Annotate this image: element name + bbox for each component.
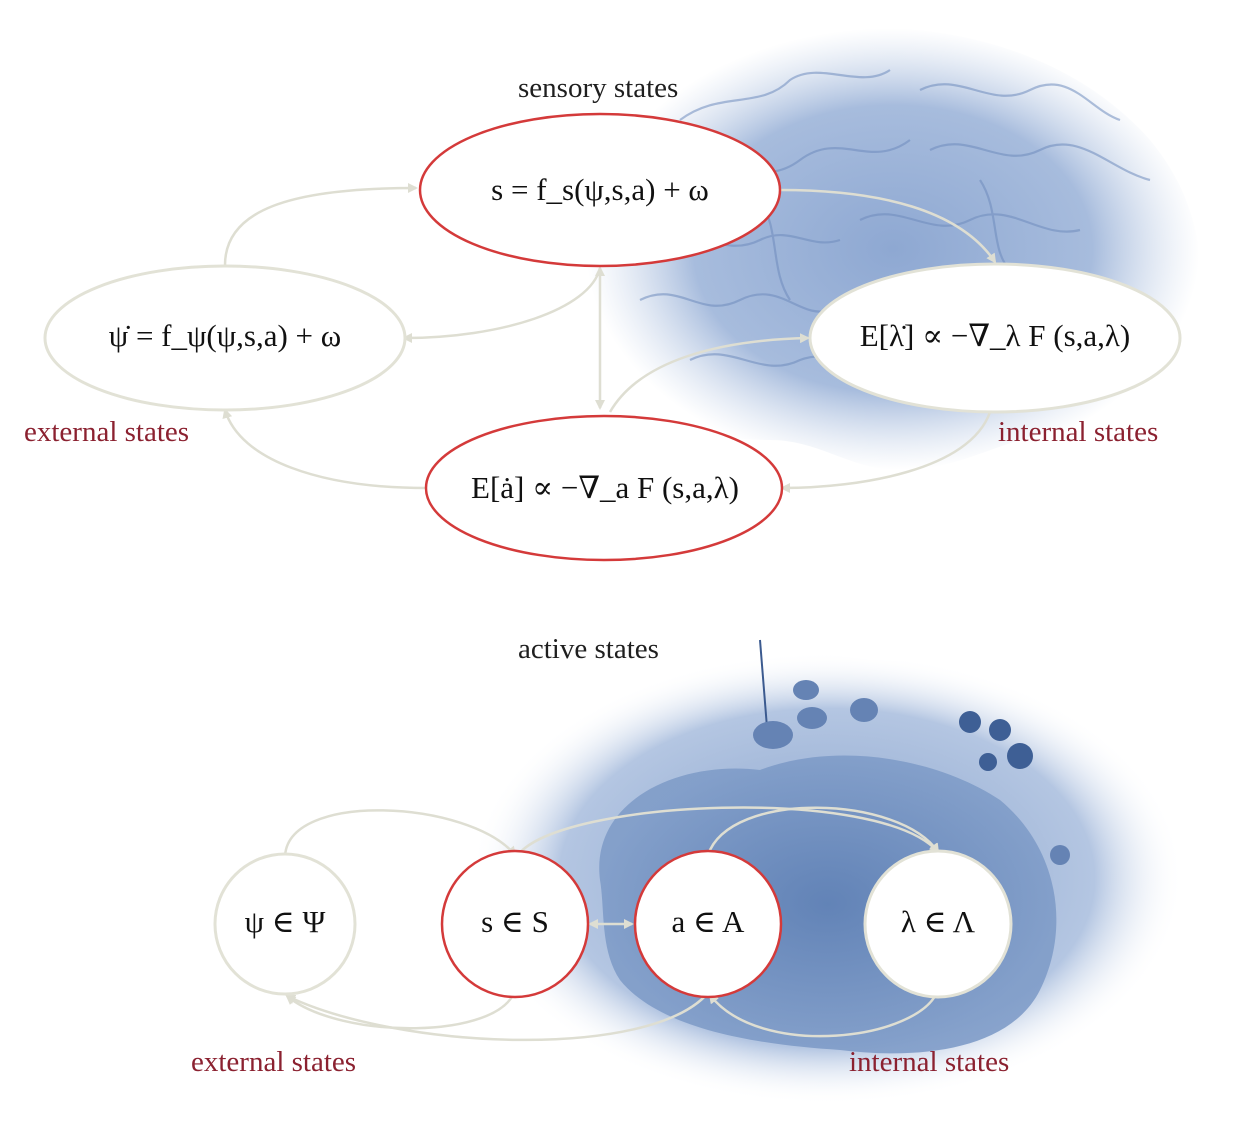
active-state-circle bbox=[633, 849, 783, 999]
external-state-equation: ψ̇ = f_ψ(ψ,s,a) + ω bbox=[108, 318, 342, 353]
external-node-label: ψ ∈ Ψ bbox=[244, 904, 326, 939]
internal-state-equation: E[λ̇] ∝ −∇_λ F (s,a,λ) bbox=[859, 318, 1131, 353]
active-node-label: a ∈ A bbox=[671, 904, 745, 939]
sensory-state-circle bbox=[440, 849, 590, 999]
sensory-state-ellipse bbox=[418, 112, 782, 268]
sensory-node-label: s ∈ S bbox=[481, 904, 549, 939]
internal-states-label-bottom: internal states bbox=[849, 1046, 1010, 1078]
external-state-ellipse bbox=[43, 264, 407, 412]
bottom-diagram-arrows bbox=[283, 806, 940, 1042]
internal-states-label-top: internal states bbox=[998, 416, 1159, 448]
sensory-states-label: sensory states bbox=[518, 72, 679, 104]
external-states-label-bottom: external states bbox=[191, 1046, 357, 1078]
internal-state-ellipse bbox=[808, 262, 1182, 414]
internal-state-circle bbox=[863, 849, 1013, 999]
active-states-label: active states bbox=[518, 633, 659, 665]
active-state-ellipse bbox=[424, 414, 784, 562]
sensory-state-equation: s = f_s(ψ,s,a) + ω bbox=[491, 172, 709, 207]
external-states-label-top: external states bbox=[24, 416, 190, 448]
external-state-circle bbox=[213, 852, 357, 996]
active-state-equation: E[ȧ] ∝ −∇_a F (s,a,λ) bbox=[471, 470, 739, 505]
top-diagram-arrows bbox=[222, 183, 997, 493]
internal-node-label: λ ∈ Λ bbox=[900, 904, 976, 939]
